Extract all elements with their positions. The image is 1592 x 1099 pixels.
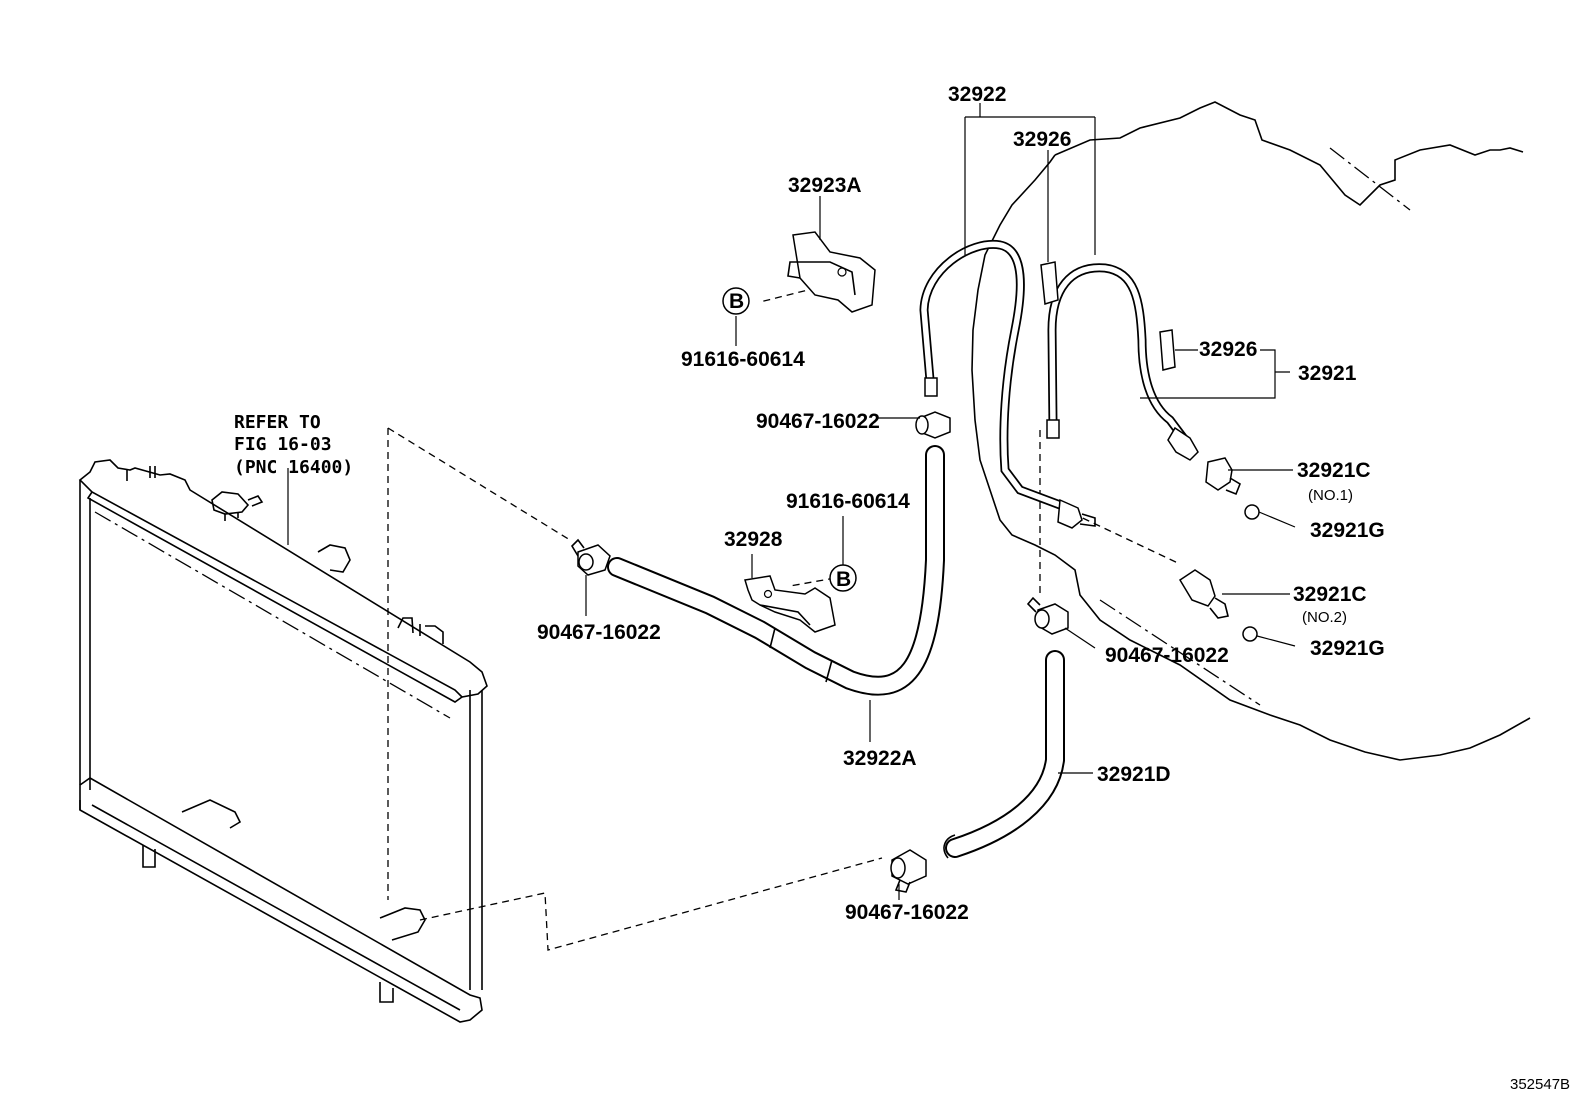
label-b-mid: B [836, 568, 851, 591]
label-fig-16-03: FIG 16-03 [234, 434, 332, 455]
clamp-32928 [744, 575, 836, 633]
label-32922: 32922 [948, 83, 1006, 106]
illustration-id: 352547B [1510, 1076, 1570, 1093]
label-32921g-1: 32921G [1310, 519, 1385, 542]
label-90467-16022-top: 90467-16022 [756, 410, 880, 433]
radiator [78, 459, 488, 1023]
transmission-outline [971, 101, 1531, 761]
hose-32921d [943, 650, 1065, 859]
label-32926-top: 32926 [1013, 128, 1071, 151]
label-32921c-no2: 32921C [1293, 583, 1367, 606]
gasket-32921g-2 [1242, 626, 1258, 642]
part-labels: 32922 32926 32923A B 91616-60614 32926 3… [234, 83, 1570, 1093]
label-32922a: 32922A [843, 747, 917, 770]
protector-32926-right [1159, 329, 1176, 371]
label-refer-to: REFER TO [234, 412, 321, 433]
hose-clip-bottom [890, 849, 927, 893]
tube-32922 [919, 239, 1096, 529]
label-b-top: B [729, 290, 744, 313]
label-pnc-16400: (PNC 16400) [234, 457, 353, 478]
union-32921c-no2 [1178, 569, 1229, 619]
union-32921c-no1 [1205, 457, 1241, 496]
label-32926-right: 32926 [1199, 338, 1257, 361]
label-32921g-2: 32921G [1310, 637, 1385, 660]
label-32923a: 32923A [788, 174, 862, 197]
bolt-b-marker-top [722, 287, 750, 315]
gasket-32921g-1 [1244, 504, 1260, 520]
label-90467-16022-right: 90467-16022 [1105, 644, 1229, 667]
hose-clip-left [570, 538, 611, 576]
hose-clip-top [915, 411, 951, 439]
protector-32926-top [1040, 261, 1059, 305]
label-32921c-no1: 32921C [1297, 459, 1371, 482]
hose-clip-right [1026, 596, 1069, 635]
label-90467-16022-left: 90467-16022 [537, 621, 661, 644]
clamp-32923a [787, 231, 876, 313]
label-91616-60614-top: 91616-60614 [681, 348, 805, 371]
label-32928: 32928 [724, 528, 783, 551]
label-91616-60614-mid: 91616-60614 [786, 490, 910, 513]
leader-lines [287, 103, 1296, 900]
label-no2: (NO.2) [1302, 609, 1347, 626]
label-90467-16022-bottom: 90467-16022 [845, 901, 969, 924]
bolt-b-marker-mid [829, 564, 857, 592]
tube-32921 [1046, 263, 1199, 461]
hose-32922a [607, 445, 945, 696]
label-32921d: 32921D [1097, 763, 1171, 786]
label-32921: 32921 [1298, 362, 1357, 385]
label-no1: (NO.1) [1308, 487, 1353, 504]
